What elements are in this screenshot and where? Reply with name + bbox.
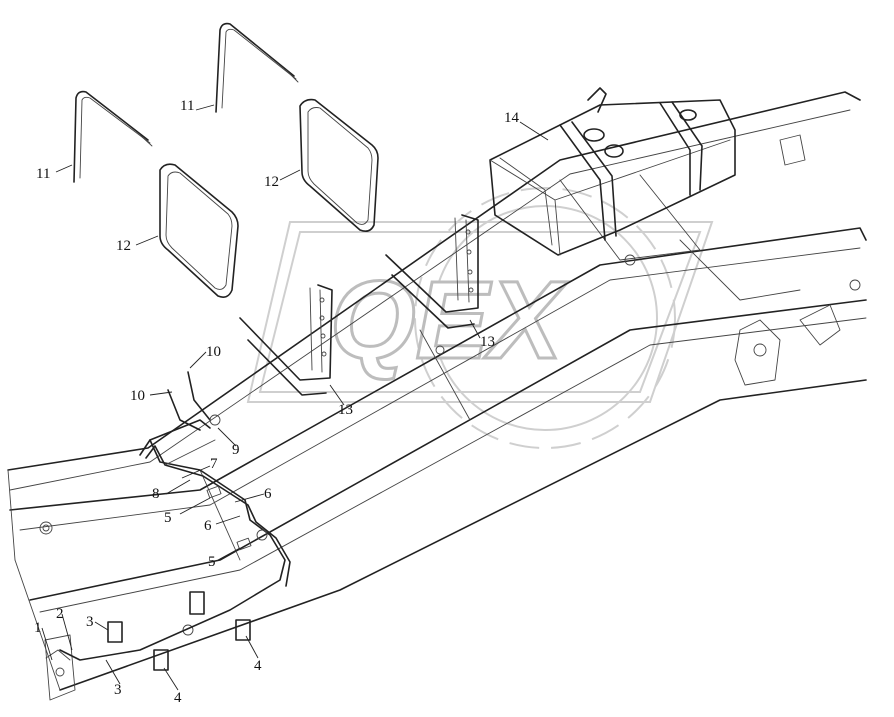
pipe-clips [45, 591, 251, 671]
u-bolt-right [215, 22, 299, 113]
callout-labels: 14 11 11 12 12 13 13 10 10 9 7 8 6 5 6 5… [34, 98, 520, 706]
callout-2: 2 [56, 606, 64, 622]
tank-band-right [299, 98, 379, 232]
tank-bracket-left [239, 284, 333, 396]
callout-13-right: 13 [480, 334, 495, 350]
callout-4-lower: 4 [174, 690, 182, 706]
tank-bracket-right [385, 214, 479, 329]
callout-12-right: 12 [264, 174, 279, 190]
callout-1: 1 [34, 620, 42, 636]
callout-8: 8 [152, 486, 160, 502]
watermark-frame [258, 231, 702, 393]
callout-7: 7 [210, 456, 218, 472]
watermark-logo: QEX [246, 187, 714, 449]
callout-13-left: 13 [338, 402, 353, 418]
callout-4-right: 4 [254, 658, 262, 674]
fuel-tank [489, 87, 736, 256]
chassis-frame [7, 91, 867, 701]
callout-10-upper: 10 [206, 344, 221, 360]
callout-14: 14 [504, 110, 520, 126]
u-bolt-left [73, 90, 153, 183]
leader-lines [41, 104, 549, 691]
callout-5-upper: 5 [164, 510, 172, 526]
callout-10-lower: 10 [130, 388, 145, 404]
callout-3-lower: 3 [114, 682, 122, 698]
callout-6-upper: 6 [264, 486, 272, 502]
tank-band-left [159, 163, 239, 298]
callout-11-right: 11 [180, 98, 194, 114]
callout-9: 9 [232, 442, 240, 458]
watermark-gear [414, 187, 676, 449]
callout-3-upper: 3 [86, 614, 94, 630]
fuel-line-assembly [59, 371, 291, 661]
callout-5-lower: 5 [208, 554, 216, 570]
callout-11-left: 11 [36, 166, 50, 182]
callout-6-lower: 6 [204, 518, 212, 534]
callout-12-left: 12 [116, 238, 131, 254]
watermark-text: QEX [330, 259, 568, 382]
